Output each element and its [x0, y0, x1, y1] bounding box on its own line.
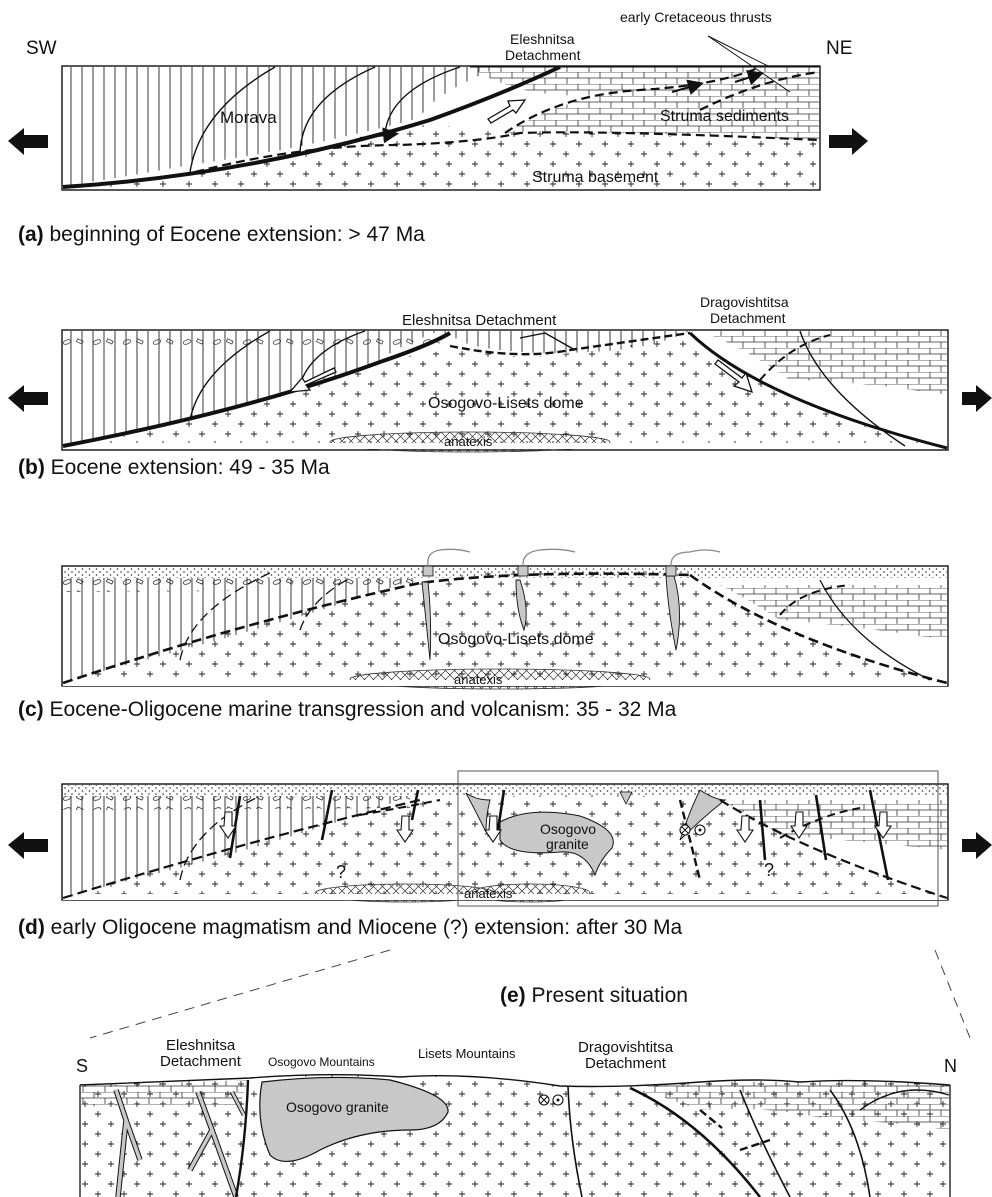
- slip-arrow: [487, 99, 527, 124]
- label-lisets-mountains: Lisets Mountains: [418, 1046, 516, 1061]
- extension-arrow-left-d-icon: [8, 832, 48, 859]
- caption-c: (c) Eocene-Oligocene marine transgressio…: [18, 698, 677, 721]
- label-dragovishtitsa-e2: Detachment: [585, 1055, 667, 1072]
- label-granite-d1: Osogovo: [540, 821, 596, 837]
- label-anatexis-d: anatexis: [464, 886, 513, 901]
- struma-sediments-unit: [470, 67, 819, 140]
- label-n: N: [944, 1056, 957, 1076]
- caption-c-letter: (c): [18, 698, 44, 721]
- caption-b-text: Eocene extension: 49 - 35 Ma: [45, 456, 330, 479]
- label-eleshnitsa-a2: Detachment: [505, 47, 581, 63]
- caption-d-text: early Oligocene magmatism and Miocene (?…: [45, 916, 683, 939]
- caption-a: (a) beginning of Eocene extension: > 47 …: [18, 223, 425, 246]
- panel-d: Osogovo granite ? ? anatexis (d) early O…: [8, 770, 992, 1039]
- label-dragovishtitsa-b2: Detachment: [710, 310, 786, 326]
- label-dome-c: Osogovo-Lisets dome: [438, 631, 594, 648]
- caption-a-letter: (a): [18, 223, 44, 246]
- label-ne: NE: [826, 38, 852, 59]
- title-e-letter: (e): [500, 984, 526, 1007]
- label-granite-d2: granite: [546, 836, 589, 852]
- label-eleshnitsa-b: Eleshnitsa Detachment: [402, 312, 557, 329]
- caption-d: (d) early Oligocene magmatism and Miocen…: [18, 916, 682, 939]
- struma-basement-unit: [63, 125, 819, 189]
- extension-arrow-right-d-icon: [962, 832, 992, 859]
- caption-c-text: Eocene-Oligocene marine transgression an…: [44, 698, 677, 721]
- label-anatexis-c: anatexis: [454, 672, 503, 687]
- label-sw: SW: [26, 38, 57, 59]
- label-thrusts: early Cretaceous thrusts: [620, 9, 772, 25]
- caption-b-letter: (b): [18, 456, 45, 479]
- caption-d-letter: (d): [18, 916, 45, 939]
- label-struma-sediments: Struma sediments: [660, 108, 789, 125]
- label-eleshnitsa-a1: Eleshnitsa: [510, 31, 575, 47]
- title-e-text: Present situation: [526, 984, 688, 1007]
- panel-a: SW NE Eleshnitsa Detachment early Cretac…: [8, 9, 868, 246]
- title-e: (e) Present situation: [500, 984, 688, 1007]
- panel-b: Eleshnitsa Detachment Dragovishtitsa Det…: [8, 294, 992, 479]
- label-granite-e: Osogovo granite: [286, 1099, 389, 1115]
- label-dome-b: Osogovo-Lisets dome: [428, 395, 584, 412]
- extension-arrow-left-b-icon: [8, 385, 48, 412]
- label-dragovishtitsa-e1: Dragovishtitsa: [578, 1039, 674, 1056]
- inset-frame: [457, 770, 939, 907]
- present-granite-body: [259, 1076, 449, 1162]
- extension-arrow-left-icon: [8, 128, 48, 155]
- osogovo-granite-body: [499, 811, 614, 877]
- label-dragovishtitsa-b1: Dragovishtitsa: [700, 294, 789, 310]
- extension-arrow-right-b-icon: [962, 385, 992, 412]
- caption-b: (b) Eocene extension: 49 - 35 Ma: [18, 456, 330, 479]
- label-anatexis-b: anatexis: [444, 434, 493, 449]
- panel-c: Osogovo-Lisets dome anatexis (c) Eocene-…: [18, 548, 949, 721]
- panel-e: (e) Present situation S N: [76, 984, 957, 1197]
- caption-a-text: beginning of Eocene extension: > 47 Ma: [44, 223, 426, 246]
- label-morava: Morava: [220, 108, 277, 127]
- label-struma-basement: Struma basement: [532, 169, 659, 186]
- extension-arrow-right-icon: [829, 128, 868, 155]
- label-s: S: [76, 1056, 88, 1076]
- morava-unit: [63, 67, 500, 186]
- label-osogovo-mountains: Osogovo Mountains: [268, 1055, 375, 1069]
- label-eleshnitsa-e1: Eleshnitsa: [166, 1037, 236, 1054]
- label-question-d2: ?: [764, 860, 774, 880]
- label-question-d1: ?: [336, 862, 346, 882]
- label-eleshnitsa-e2: Detachment: [160, 1053, 242, 1070]
